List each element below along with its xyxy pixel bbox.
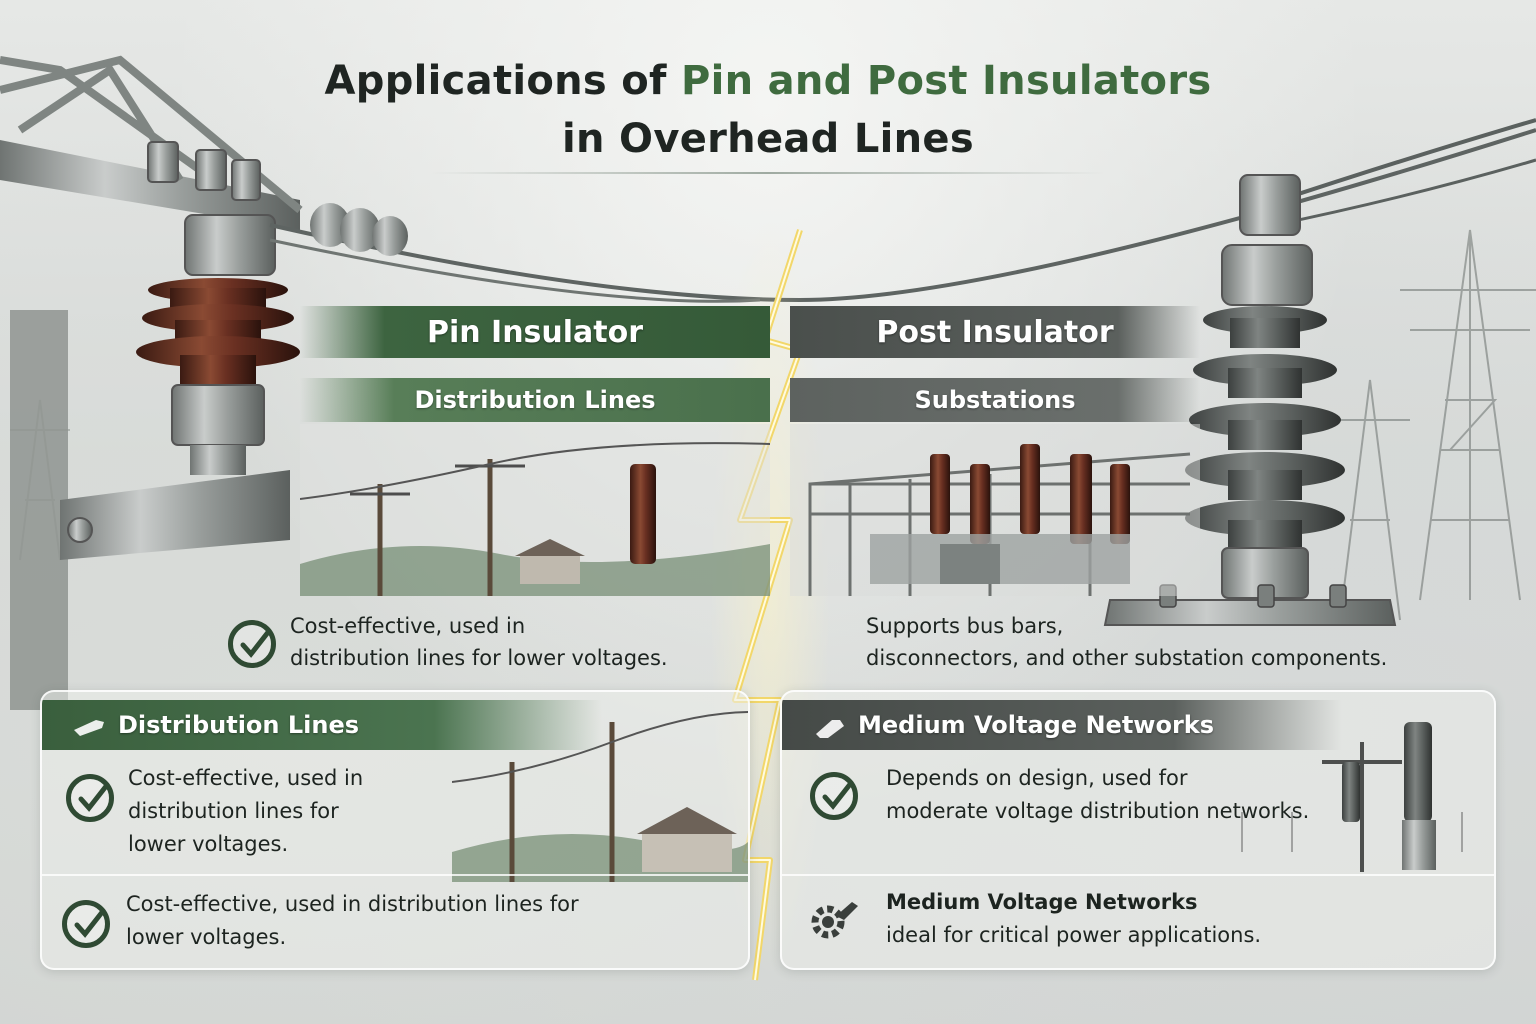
panel-left-title: Distribution Lines <box>118 711 360 739</box>
left-item1-text: Cost-effective, used in distribution lin… <box>128 766 364 856</box>
post-insulator-header: Post Insulator <box>790 306 1200 358</box>
pin-description: Cost-effective, used in distribution lin… <box>290 614 668 670</box>
distribution-lines-photo <box>452 711 748 882</box>
pin-subheader: Distribution Lines <box>300 378 770 422</box>
medium-voltage-panel: Medium Voltage Networks Depends on desig… <box>780 690 1496 970</box>
pin-insulator-header: Pin Insulator <box>300 306 770 358</box>
left-panel-divider <box>42 874 748 876</box>
medium-voltage-panel-header: Medium Voltage Networks <box>782 700 1342 750</box>
tool-icon <box>74 720 104 736</box>
distribution-lines-scene <box>300 424 770 596</box>
right-item2-text: Medium Voltage Networks ideal for critic… <box>886 886 1261 952</box>
distribution-lines-panel-header: Distribution Lines <box>42 700 602 750</box>
left-item1-check-icon <box>66 774 114 822</box>
right-item1-text: Depends on design, used for moderate vol… <box>886 766 1310 823</box>
post-description: Supports bus bars, disconnectors, and ot… <box>866 614 1388 670</box>
pin-check-icon <box>228 620 276 668</box>
gear-icon <box>811 902 858 939</box>
right-item2-line2: ideal for critical power applications. <box>886 923 1262 947</box>
right-panel-divider <box>782 874 1494 876</box>
left-item2-text: Cost-effective, used in distribution lin… <box>126 892 579 949</box>
right-item2-title: Medium Voltage Networks <box>886 890 1198 914</box>
title-divider <box>430 172 1106 174</box>
page-title: Applications of Pin and Post Insulators … <box>0 52 1536 168</box>
wrench-icon <box>816 720 844 738</box>
title-accent: Pin and Post Insulators <box>680 58 1212 104</box>
title-prefix: Applications of <box>324 58 681 104</box>
left-item2-check-icon <box>62 900 110 948</box>
substation-scene <box>790 424 1200 596</box>
post-subheader: Substations <box>790 378 1200 422</box>
distribution-lines-panel: Distribution Lines Cost-effective, used … <box>40 690 750 970</box>
title-line2: in Overhead Lines <box>562 116 974 162</box>
medium-voltage-photo <box>1241 722 1463 872</box>
panel-right-title: Medium Voltage Networks <box>858 711 1215 739</box>
right-item1-check-icon <box>810 772 858 820</box>
